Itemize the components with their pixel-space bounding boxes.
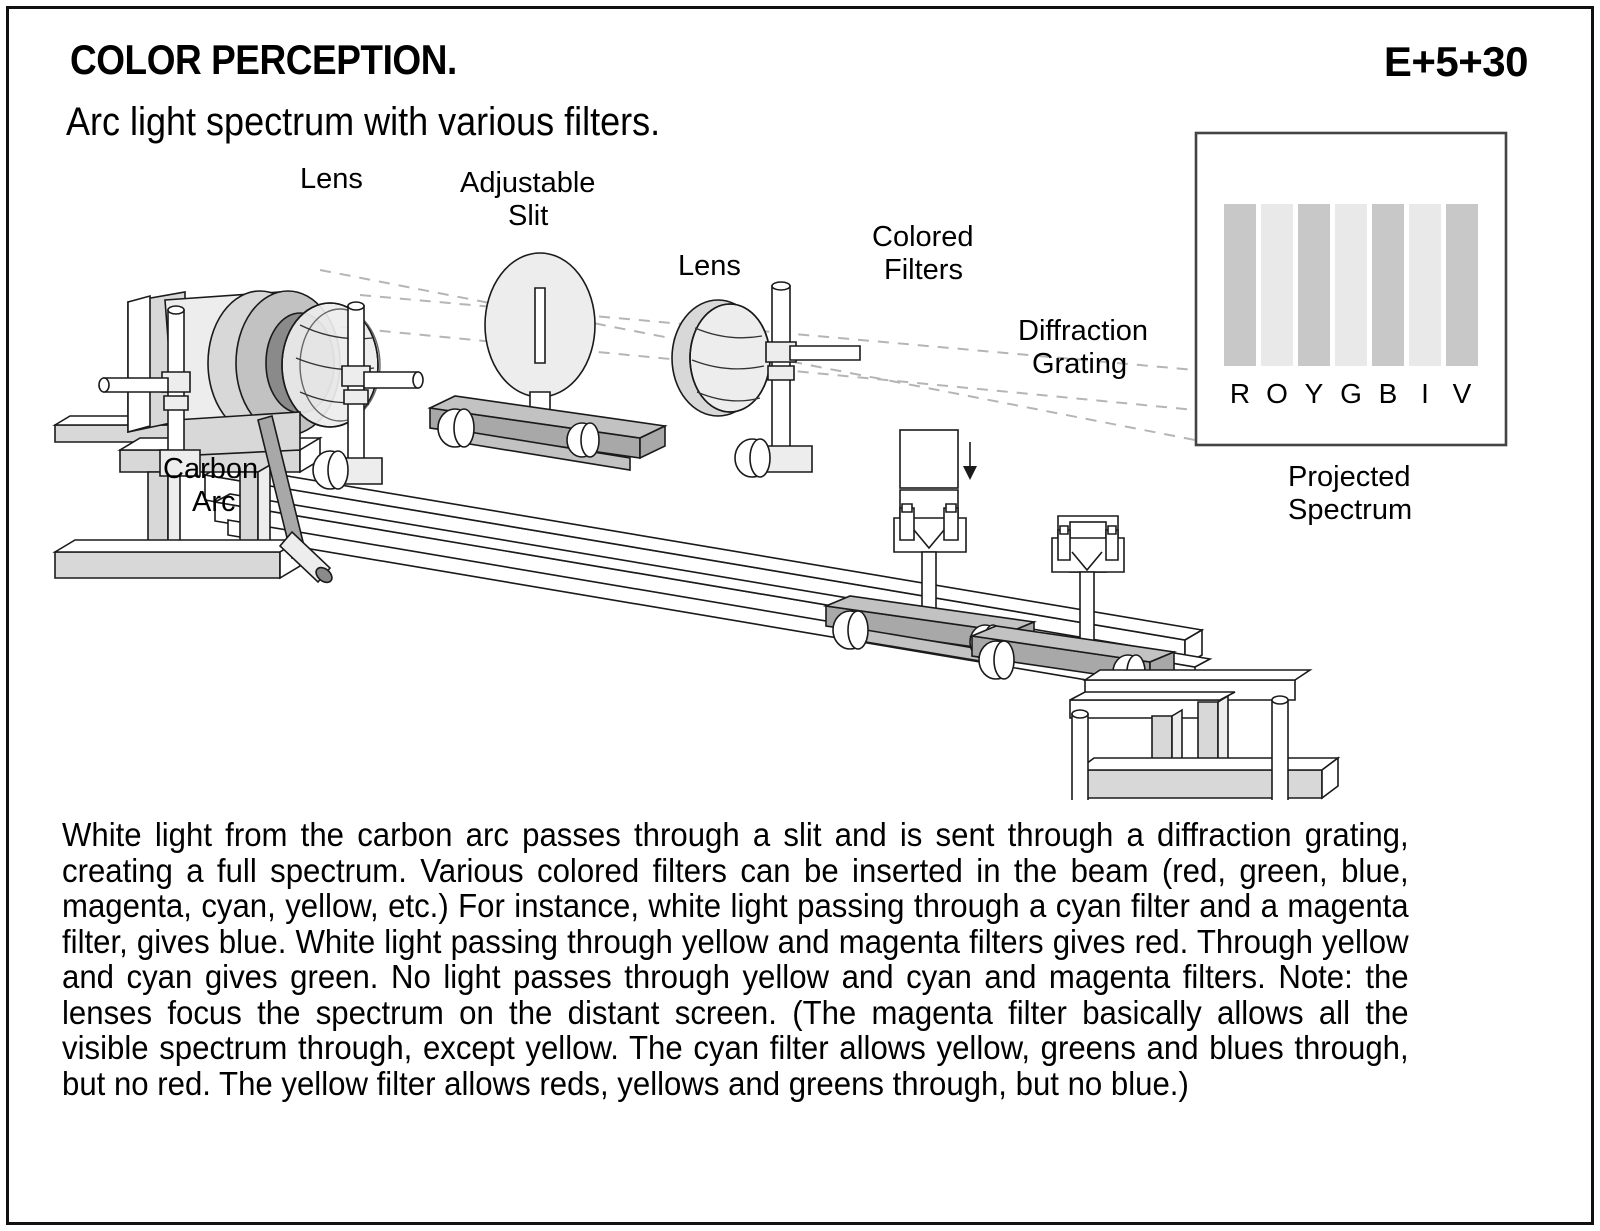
projected-spectrum-screen: R O Y G B I V xyxy=(1194,131,1508,447)
colored-filter-component[interactable] xyxy=(822,429,1038,665)
label-lens-1: Lens xyxy=(300,163,363,195)
spectrum-label-o: O xyxy=(1266,378,1288,409)
component-labels: Lens Adjustable Slit Lens Colored Filter… xyxy=(163,163,1412,526)
diffraction-grating-component[interactable] xyxy=(969,515,1177,690)
spectrum-label-y: Y xyxy=(1305,378,1324,409)
label-diffraction-grating-line2: Grating xyxy=(1032,348,1127,380)
down-arrow-icon xyxy=(963,442,977,480)
label-colored-filters-line2: Filters xyxy=(884,254,963,286)
apparatus-diagram: R O Y G B I V Lens Adjustable Slit Lens … xyxy=(0,120,1600,913)
label-colored-filters-line1: Colored xyxy=(872,221,974,253)
label-carbon-arc-line1: Carbon xyxy=(163,453,258,485)
page-title: COLOR PERCEPTION. xyxy=(70,36,457,83)
spectrum-label-b: B xyxy=(1379,378,1398,409)
description-paragraph: White light from the carbon arc passes t… xyxy=(62,817,1409,1103)
label-projected-spectrum-line2: Spectrum xyxy=(1288,494,1412,526)
bench-support-table xyxy=(1069,669,1341,913)
carbon-arc-lamp xyxy=(98,290,424,584)
spectrum-label-v: V xyxy=(1453,378,1472,409)
spectrum-label-i: I xyxy=(1421,378,1429,409)
label-adjustable-slit-line2: Slit xyxy=(508,200,548,232)
label-diffraction-grating-line1: Diffraction xyxy=(1018,315,1148,347)
page-subtitle: Arc light spectrum with various filters. xyxy=(66,100,661,144)
adjustable-slit-component xyxy=(427,252,668,471)
spectrum-label-r: R xyxy=(1230,378,1250,409)
demo-code: E+5+30 xyxy=(1383,38,1529,85)
spectrum-band-labels: R O Y G B I V xyxy=(1230,378,1472,409)
label-adjustable-slit-line1: Adjustable xyxy=(460,167,595,199)
lens-component-2 xyxy=(671,281,861,478)
label-carbon-arc-line2: Arc xyxy=(192,486,236,518)
spectrum-bars xyxy=(1224,204,1478,366)
filter-plate xyxy=(899,429,959,489)
label-lens-2: Lens xyxy=(678,250,741,282)
label-projected-spectrum-line1: Projected xyxy=(1288,461,1411,493)
spectrum-label-g: G xyxy=(1340,378,1362,409)
